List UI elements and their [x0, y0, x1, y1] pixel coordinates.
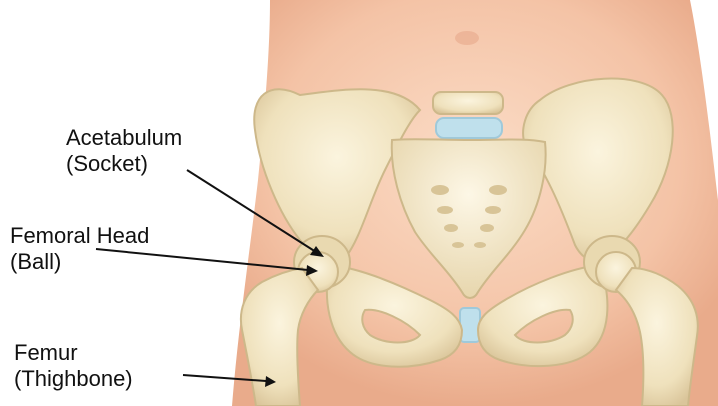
navel [455, 31, 479, 45]
femoral-head-label: Femoral Head (Ball) [10, 223, 149, 275]
femur-label-name: Femur [14, 340, 133, 366]
femoral-head-label-name: Femoral Head [10, 223, 149, 249]
femur-label-alt: (Thighbone) [14, 366, 133, 392]
femoral-head-label-alt: (Ball) [10, 249, 149, 275]
lumbar-vertebra [433, 92, 503, 114]
acetabulum-label: Acetabulum (Socket) [66, 125, 182, 177]
acetabulum-label-name: Acetabulum [66, 125, 182, 151]
intervertebral-disc [436, 118, 502, 138]
acetabulum-label-alt: (Socket) [66, 151, 182, 177]
femur-label: Femur (Thighbone) [14, 340, 133, 392]
pubic-symphysis [460, 308, 480, 342]
